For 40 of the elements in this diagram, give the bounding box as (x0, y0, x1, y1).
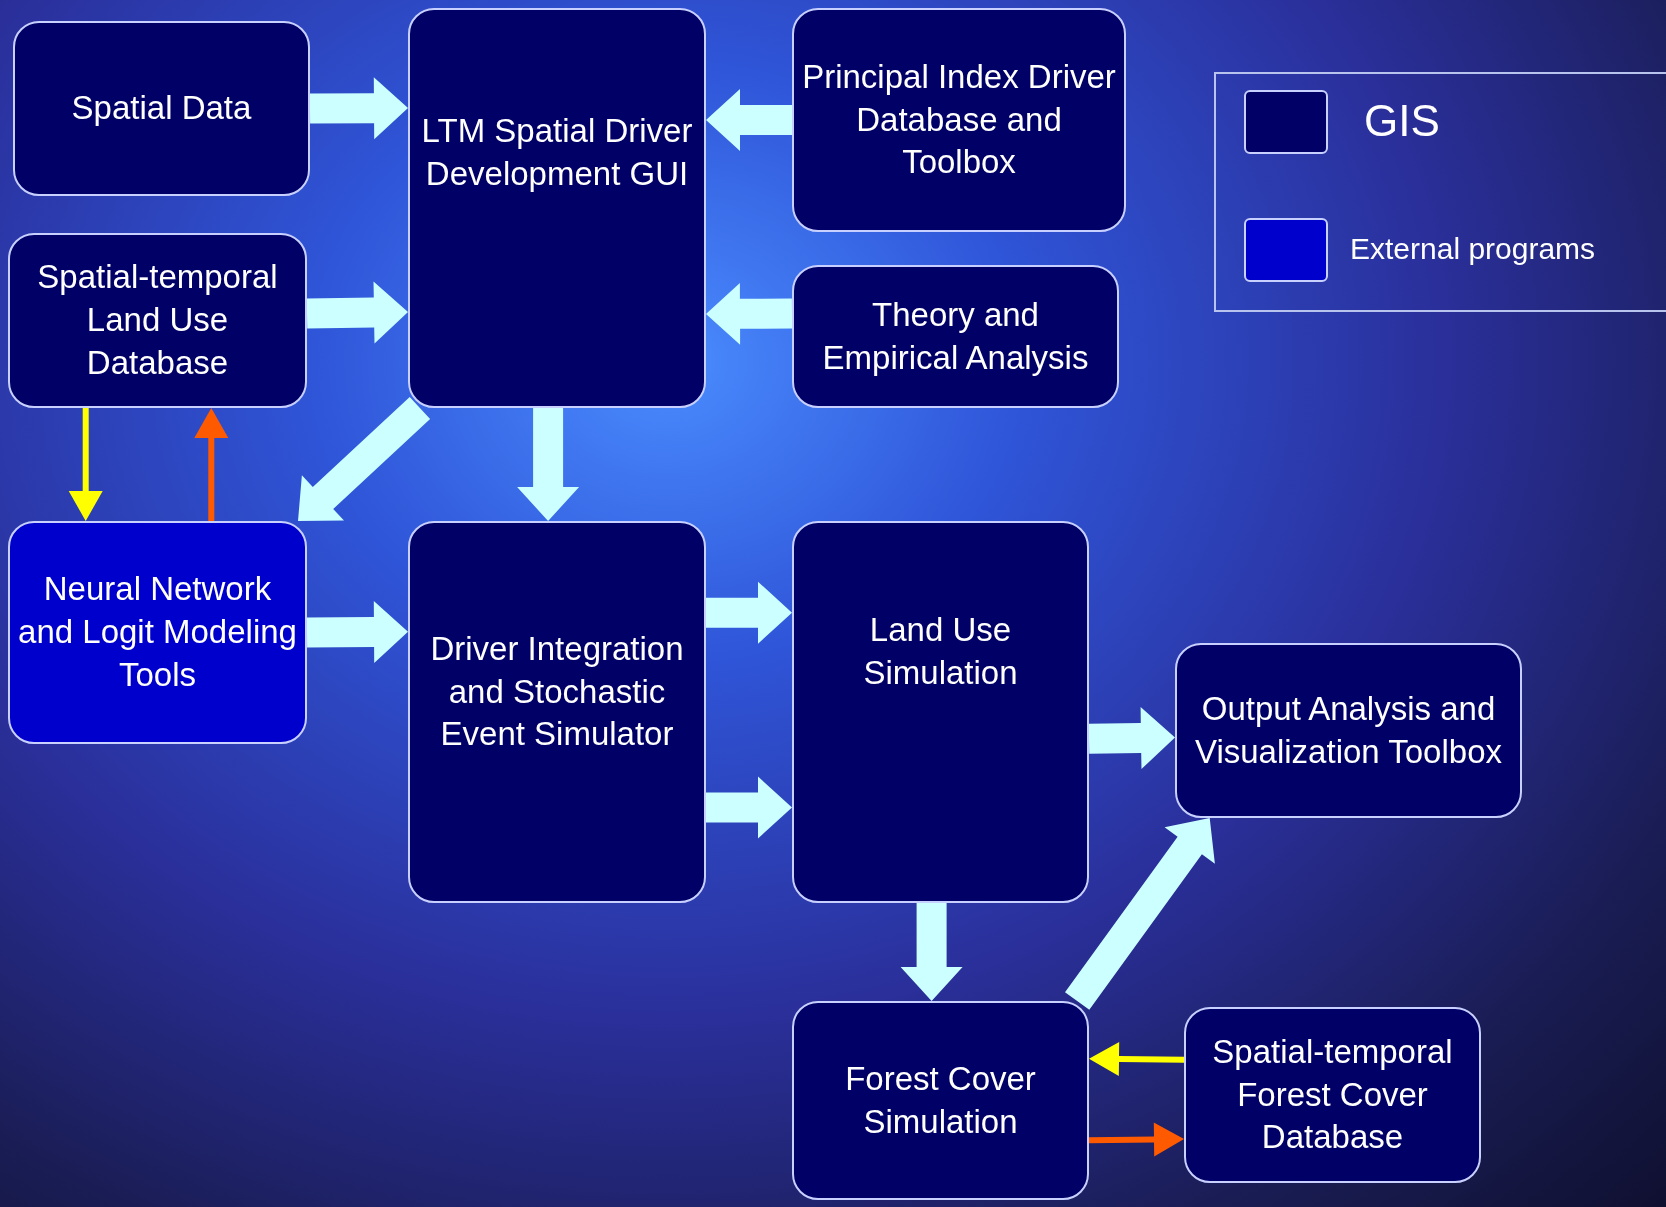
arrow (706, 89, 792, 151)
arrow (517, 408, 580, 521)
process-box (792, 1001, 1089, 1200)
box-label: Neural Network and Logit Modeling Tools (18, 569, 297, 695)
arrow (706, 776, 792, 839)
box-label: Spatial-temporal Forest Cover Database (1211, 1031, 1454, 1158)
box-label: Theory and Empirical Analysis (821, 294, 1090, 378)
process-box (8, 233, 307, 408)
arrow (1089, 1042, 1184, 1077)
box-label: Driver Integration and Stochastic Event Simulator (429, 628, 685, 755)
arrow (306, 281, 408, 344)
arrow (706, 282, 793, 345)
process-box (792, 521, 1089, 903)
arrow (194, 408, 229, 521)
process-box (8, 521, 307, 744)
arrow (1088, 707, 1175, 769)
process-box (792, 265, 1119, 408)
process-box (1184, 1007, 1481, 1183)
arrow (1089, 1122, 1184, 1157)
process-box (13, 21, 310, 196)
arrow (68, 408, 103, 521)
process-box (408, 521, 706, 903)
process-box (792, 8, 1126, 232)
arrow (706, 581, 792, 644)
arrow (309, 77, 408, 140)
box-label: Principal Index Driver Database and Toolbox (802, 56, 1116, 183)
arrow (306, 601, 408, 663)
process-box (1175, 643, 1522, 818)
box-label: Spatial Data (71, 88, 252, 129)
arrow (900, 903, 963, 1001)
box-label: Spatial-temporal Land Use Database (36, 257, 279, 383)
box-label: Output Analysis and Visualization Toolbox (1194, 688, 1503, 772)
process-box (408, 8, 706, 408)
arrow (298, 397, 431, 521)
legend-label: External programs (1350, 232, 1596, 266)
box-label: Forest Cover Simulation (844, 1058, 1037, 1142)
box-label: Land Use Simulation (862, 610, 1019, 693)
legend-label: GIS (1364, 95, 1440, 146)
box-label: LTM Spatial Driver Development GUI (420, 111, 694, 194)
arrow (1065, 818, 1215, 1010)
